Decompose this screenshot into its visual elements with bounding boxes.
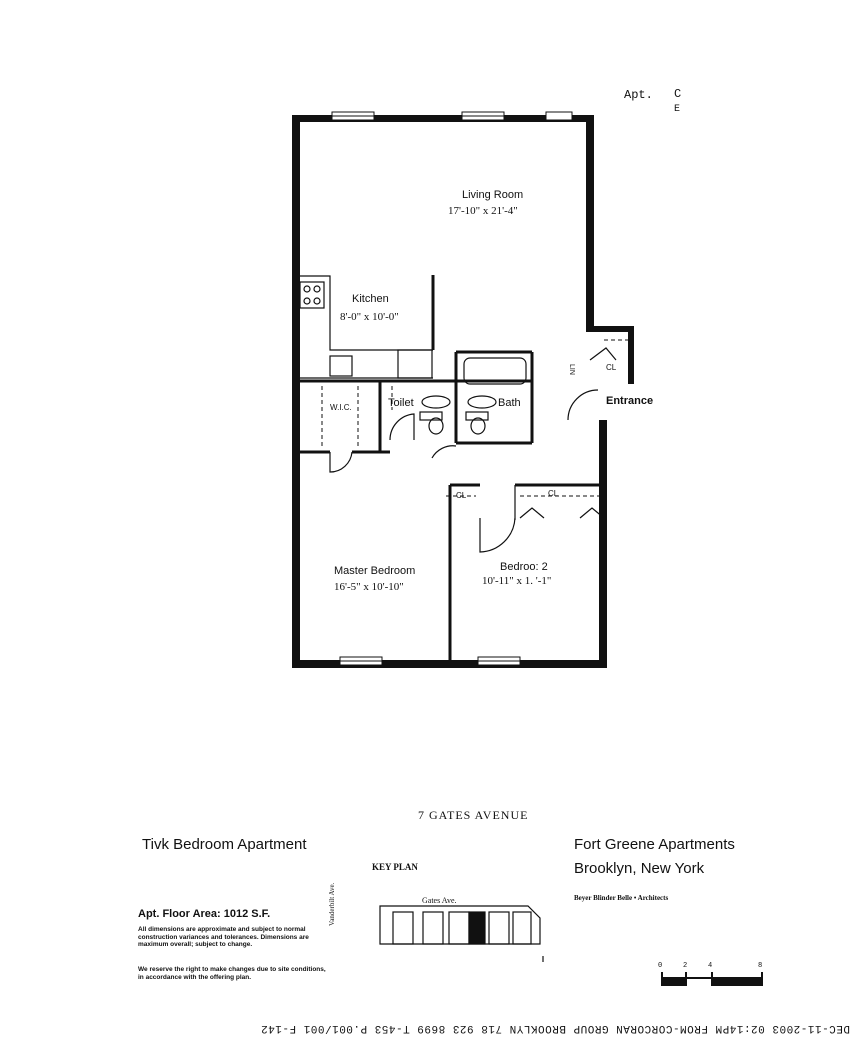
apt-label: Apt. <box>624 88 653 102</box>
fax-header-line: DEC-11-2003 02:14PM FROM-CORCORAN GROUP … <box>260 1022 850 1034</box>
closets <box>321 339 628 497</box>
architect-credit: Beyer Blinder Belle • Architects <box>574 894 669 902</box>
scale-mark-4: 4 <box>708 962 713 970</box>
address-line: 7 GATES AVENUE <box>418 808 529 822</box>
master-bedroom-name: Master Bedroom <box>334 565 415 577</box>
scale-mark-0: 0 <box>658 962 663 970</box>
master-bedroom-dims: 16'-5" x 10'-10" <box>334 581 404 593</box>
apt-letter-2: E <box>674 104 681 115</box>
toilet-name: Toilet <box>388 397 414 409</box>
apartment-type-title: Tivk Bedroom Apartment <box>142 836 307 853</box>
apt-letter-1: C <box>674 87 682 101</box>
bedroom-closet-label: CL <box>456 491 467 500</box>
bath-fixtures <box>419 357 527 435</box>
apt-label-text: Apt. <box>624 88 653 102</box>
bedroom2-name: Bedroo: 2 <box>500 561 548 573</box>
scale-bar <box>661 972 763 986</box>
kitchen-dims: 8'-0" x 10'-0" <box>340 311 399 323</box>
entry-closet-label: CL <box>606 363 617 372</box>
entrance-label: Entrance <box>606 395 653 407</box>
scale-marks: 0 2 4 8 <box>658 962 768 972</box>
scale-mark-8: 8 <box>758 962 763 970</box>
scale-mark-2: 2 <box>683 962 688 970</box>
floor-area: Apt. Floor Area: 1012 S.F. <box>138 908 271 920</box>
exterior-walls <box>292 115 634 668</box>
windows <box>331 111 573 666</box>
apt-letters: C E <box>674 86 681 118</box>
key-plan-graphic <box>379 905 544 962</box>
kitchen-name: Kitchen <box>352 293 389 305</box>
key-plan-street-top: Gates Ave. <box>422 896 457 905</box>
living-room-name: Living Room <box>462 189 523 201</box>
project-name: Fort Greene Apartments <box>574 836 735 853</box>
key-plan-street-side: Vanderbilt Ave. <box>328 882 336 926</box>
bedroom2-dims: 10'-11" x 1. '-1" <box>482 575 551 587</box>
project-city: Brooklyn, New York <box>574 860 705 877</box>
disclaimer-dimensions: All dimensions are approximate and subje… <box>138 926 309 948</box>
kitchen-counter <box>299 275 433 379</box>
wic-name: W.I.C. <box>330 403 352 412</box>
doors <box>329 347 617 553</box>
bath-name: Bath <box>498 397 521 409</box>
disclaimer-changes: We reserve the right to make changes due… <box>138 966 326 981</box>
bedroom2-closet-label: CL <box>548 489 559 498</box>
linen-closet-label: LIN <box>568 364 575 375</box>
key-plan-label: KEY PLAN <box>372 862 418 872</box>
living-room-dims: 17'-10" x 21'-4" <box>448 205 518 217</box>
interior-walls <box>300 275 600 660</box>
